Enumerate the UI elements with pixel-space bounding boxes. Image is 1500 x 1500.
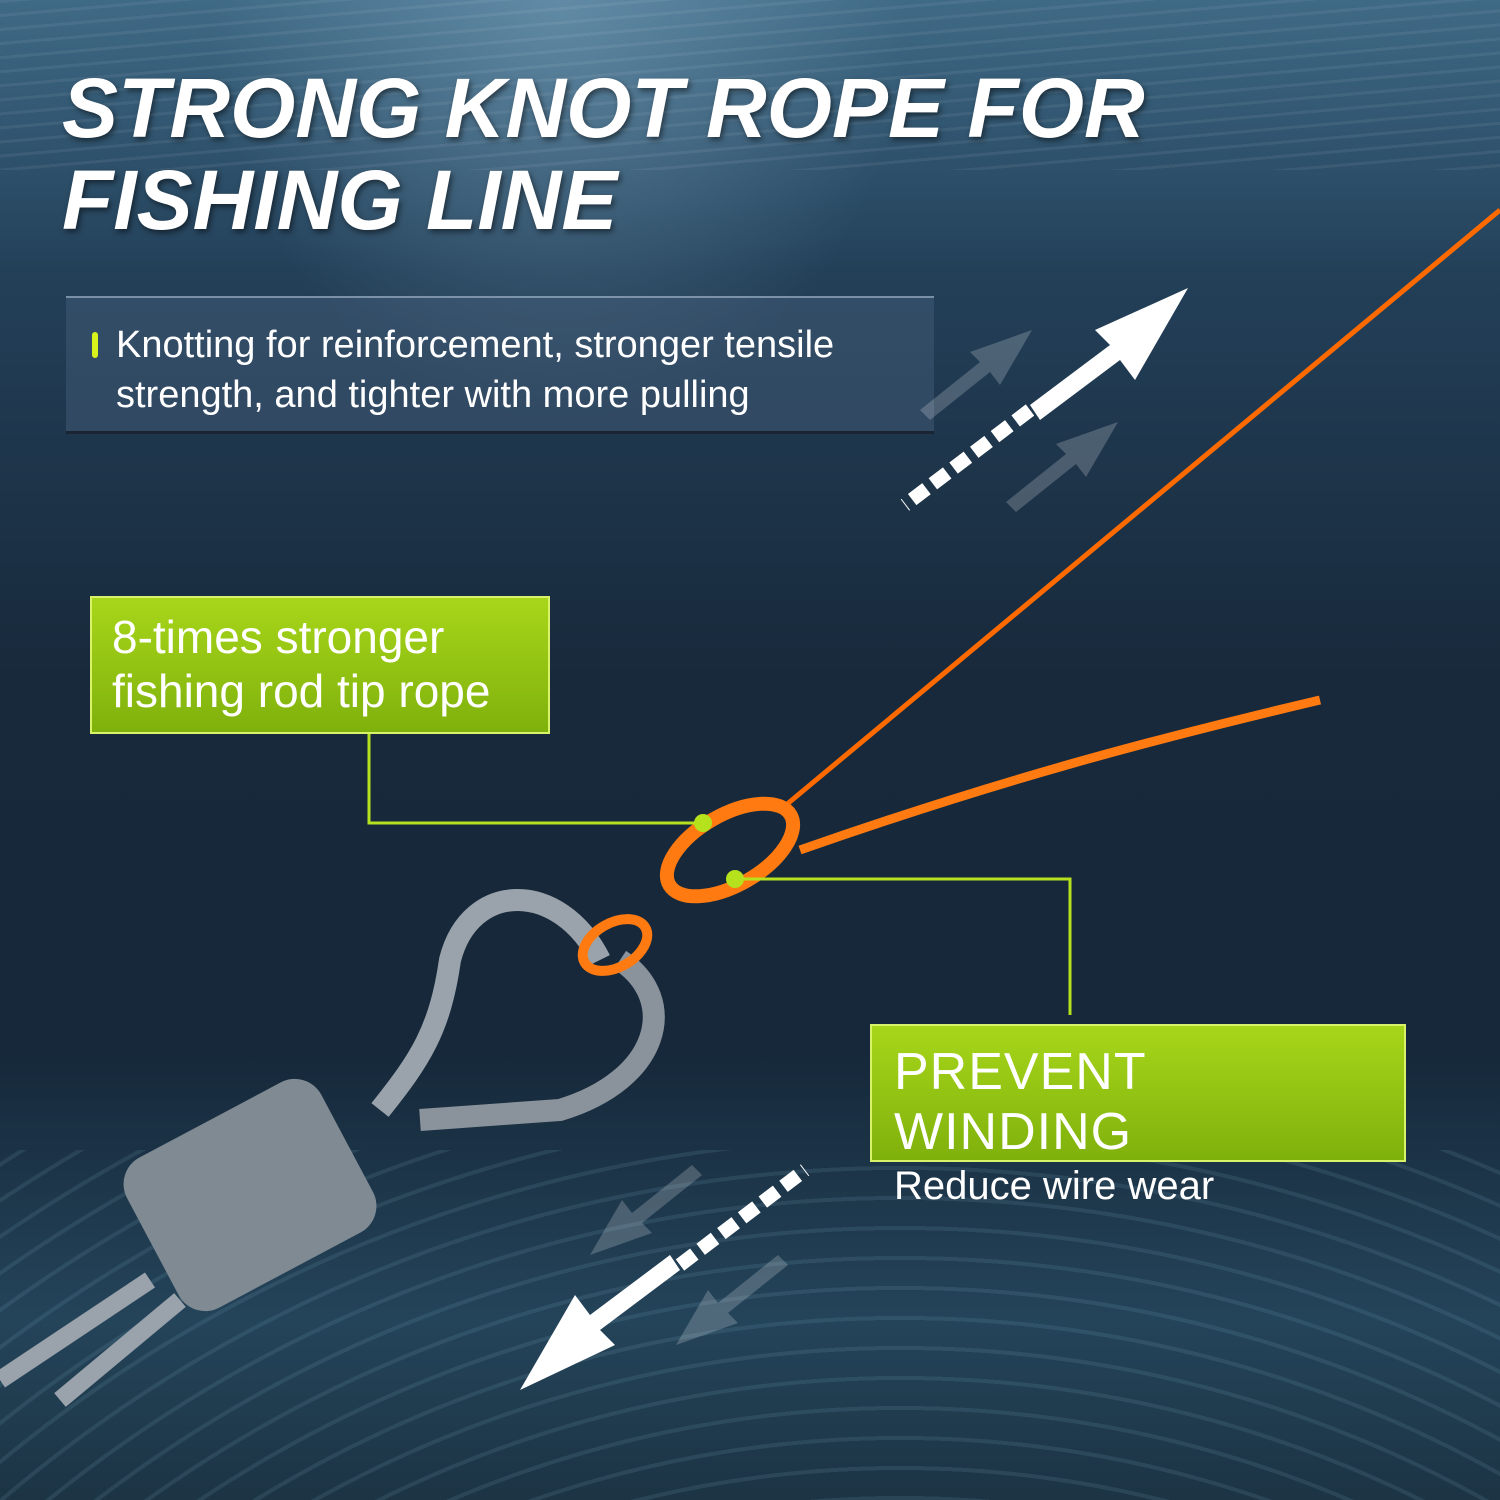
strength-callout-line-1: 8-times stronger (112, 611, 445, 663)
arrow-down-left-icon (520, 1164, 810, 1390)
swivel-icon (0, 889, 665, 1407)
strength-callout-line-2: fishing rod tip rope (112, 665, 491, 717)
bullet-bar-icon (92, 332, 98, 358)
winding-callout-heading: PREVENT WINDING (894, 1043, 1146, 1161)
fishing-line-icon (577, 208, 1500, 976)
headline-line-1: STRONG KNOT ROPE FOR (62, 61, 1145, 155)
info-text: Knotting for reinforcement, stronger ten… (116, 324, 835, 416)
ghost-arrows (590, 330, 1118, 1345)
headline-line-2: FISHING LINE (62, 153, 618, 247)
leader-lines (367, 734, 1072, 1015)
winding-callout: PREVENT WINDING Reduce wire wear (870, 1024, 1406, 1208)
arrow-up-right-icon (900, 288, 1188, 511)
info-box: Knotting for reinforcement, stronger ten… (66, 296, 934, 434)
light-rays (0, 0, 1500, 700)
headline: STRONG KNOT ROPE FOR FISHING LINE (62, 62, 1145, 246)
water-surface (0, 0, 1500, 170)
strength-callout: 8-times stronger fishing rod tip rope (90, 596, 550, 734)
winding-callout-sub: Reduce wire wear (894, 1164, 1215, 1208)
